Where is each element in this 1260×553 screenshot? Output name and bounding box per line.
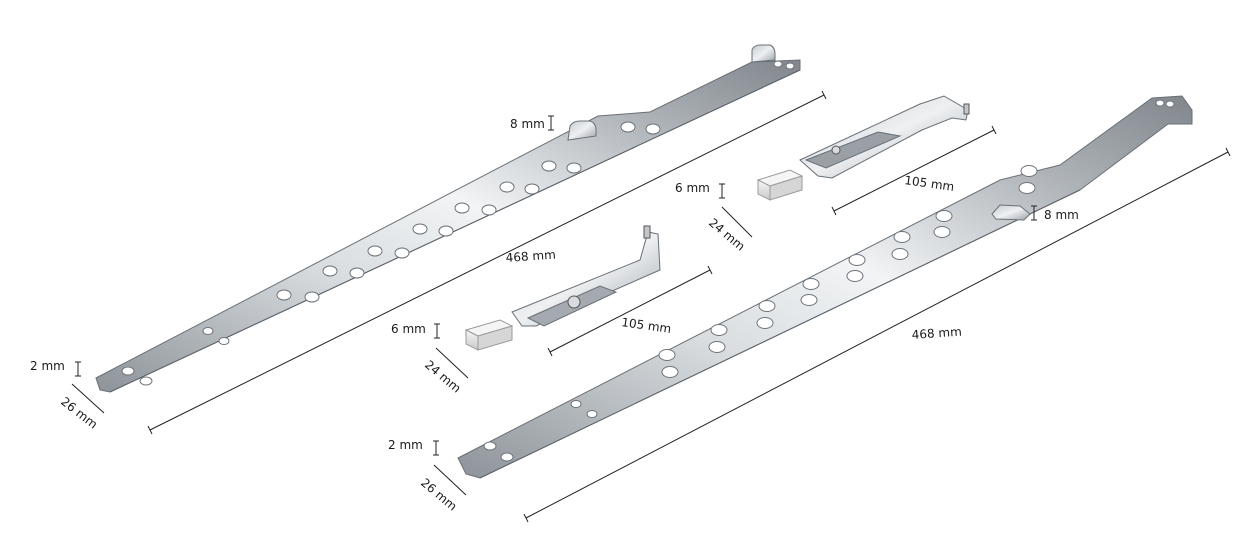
bar-right-holes xyxy=(483,99,1175,462)
plate-center-body xyxy=(511,231,661,327)
hole xyxy=(935,210,953,222)
bar-right-tab xyxy=(991,204,1031,221)
dimension-block-center-width xyxy=(435,347,469,379)
bar-left-holes xyxy=(121,60,795,386)
hole xyxy=(566,162,582,174)
bar-right-body xyxy=(457,95,1193,479)
hole xyxy=(483,441,497,451)
bar-left-tab xyxy=(567,120,597,141)
plate-center-pivot xyxy=(567,295,581,309)
dimension-block-upper-width xyxy=(721,206,753,238)
slide-plate-upper xyxy=(799,95,970,179)
hole xyxy=(848,254,866,266)
label-bar-right-thickness: 2 mm xyxy=(388,438,423,452)
dimension-bar-right-thickness xyxy=(433,440,439,456)
label-block-upper-width: 24 mm xyxy=(706,216,748,254)
hole xyxy=(524,183,540,195)
label-block-upper-height: 6 mm xyxy=(675,181,710,195)
dimension-plate-upper-length xyxy=(831,125,997,216)
hole xyxy=(785,62,795,70)
hole xyxy=(756,317,774,329)
bar-left-hook xyxy=(751,44,776,63)
hole xyxy=(802,278,820,290)
hole xyxy=(710,324,728,336)
hole xyxy=(645,123,661,135)
hole xyxy=(481,204,497,216)
hole xyxy=(773,60,783,68)
hole xyxy=(541,160,557,172)
hole xyxy=(121,366,135,376)
dimension-bar-right-tab xyxy=(1031,205,1037,221)
label-bar-right-length: 468 mm xyxy=(911,325,962,342)
label-block-center-height: 6 mm xyxy=(391,322,426,336)
hole xyxy=(933,226,951,238)
hole xyxy=(800,294,818,306)
block-center-side xyxy=(477,325,513,351)
hole xyxy=(412,223,428,235)
label-bar-right-width: 26 mm xyxy=(418,476,460,514)
dimension-bar-right-length xyxy=(523,147,1231,523)
hole xyxy=(1020,165,1038,177)
hole xyxy=(586,410,598,418)
mounting-bar-left xyxy=(95,44,801,393)
plate-upper-pivot xyxy=(831,145,841,155)
dimension-block-upper-height xyxy=(719,183,725,199)
plate-upper-insert xyxy=(804,131,902,169)
hole xyxy=(394,247,410,259)
dimension-bar-left-thickness xyxy=(75,361,81,377)
label-bar-left-width: 26 mm xyxy=(58,394,100,431)
hole xyxy=(891,248,909,260)
hole xyxy=(620,121,636,133)
label-bar-left-length: 468 mm xyxy=(505,248,556,265)
mounting-bar-right xyxy=(457,95,1193,479)
hole xyxy=(139,376,153,386)
hole xyxy=(218,337,230,345)
hole xyxy=(322,265,338,277)
hole xyxy=(499,181,515,193)
hole xyxy=(454,202,470,214)
label-bar-left-tab: 8 mm xyxy=(510,117,545,131)
block-upper-side xyxy=(769,175,803,201)
spacer-block-upper xyxy=(756,169,804,201)
label-block-center-width: 24 mm xyxy=(422,358,464,396)
plate-upper-post xyxy=(963,103,970,115)
hole xyxy=(846,270,864,282)
hole xyxy=(367,245,383,257)
dimension-bar-left-tab xyxy=(548,115,554,131)
hole xyxy=(304,291,320,303)
hole xyxy=(893,231,911,243)
hole xyxy=(500,452,514,462)
label-bar-left-thickness: 2 mm xyxy=(30,359,65,373)
label-plate-upper-length: 105 mm xyxy=(904,173,956,194)
dimension-bar-left-width xyxy=(71,383,105,414)
hole xyxy=(661,366,679,378)
hole xyxy=(349,267,365,279)
hole xyxy=(276,289,292,301)
dimension-block-center-height xyxy=(434,323,440,339)
label-plate-center-length: 105 mm xyxy=(621,315,673,336)
dimension-bar-left-length xyxy=(147,90,827,435)
bar-right-bottom-edge xyxy=(479,189,1081,479)
hole xyxy=(758,300,776,312)
hole xyxy=(1165,100,1175,108)
label-bar-right-tab: 8 mm xyxy=(1044,208,1079,222)
hole xyxy=(658,349,676,361)
dimension-bar-right-width xyxy=(433,464,467,496)
hole xyxy=(202,327,214,335)
dimension-plate-center-length xyxy=(547,265,713,357)
hole xyxy=(1155,99,1165,107)
hole xyxy=(708,341,726,353)
hole xyxy=(438,225,454,237)
hole xyxy=(1018,182,1036,194)
plate-center-post xyxy=(643,225,651,239)
hole xyxy=(570,400,582,408)
spacer-block-center xyxy=(464,319,514,351)
slide-plate-center xyxy=(511,225,661,327)
